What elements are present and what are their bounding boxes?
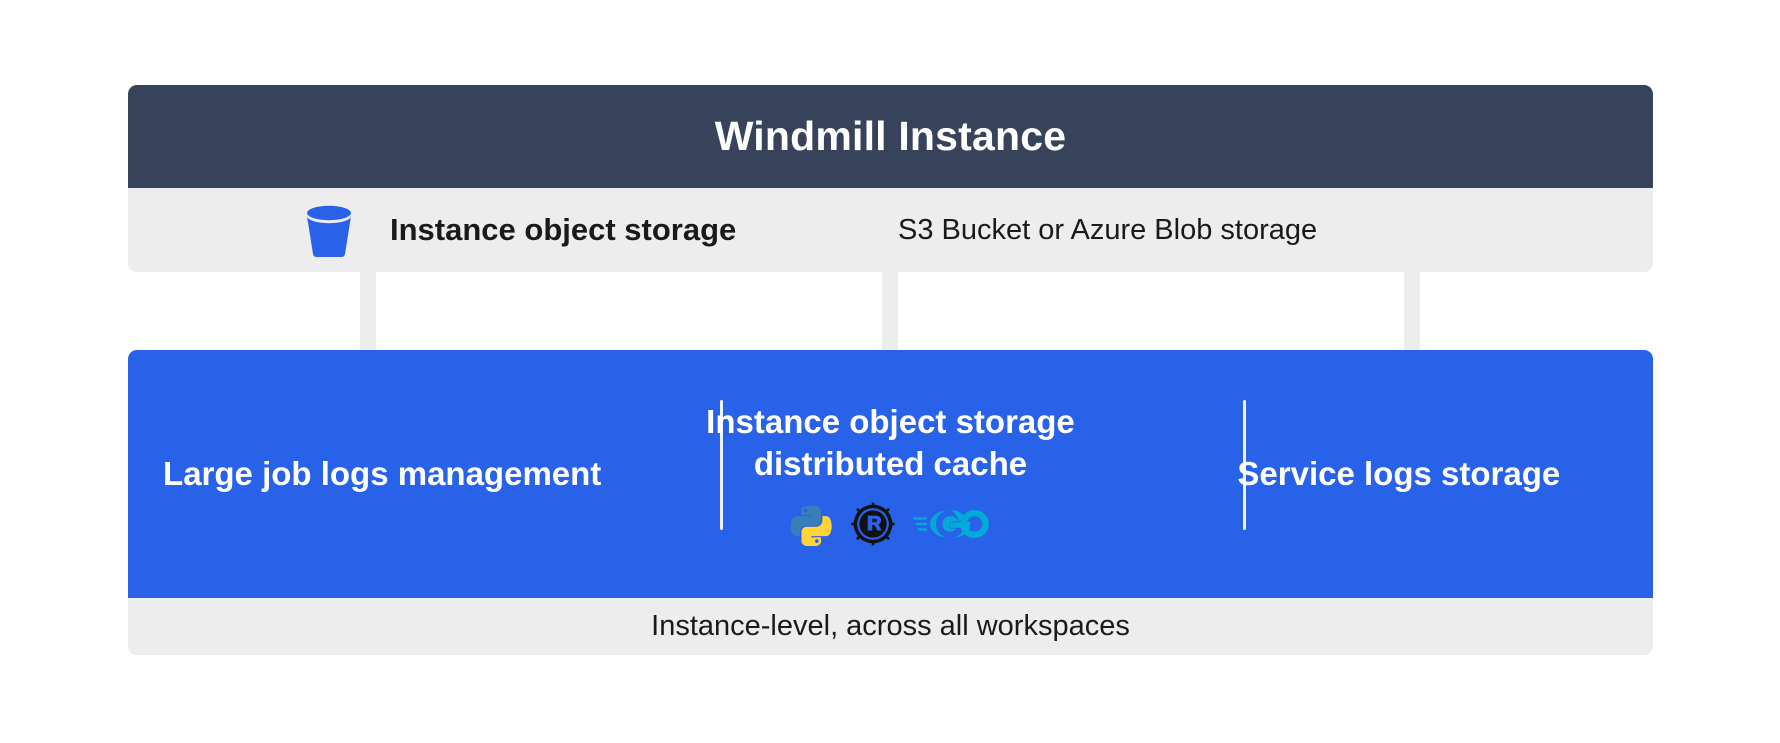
feature-title-large-job-logs: Large job logs management: [163, 454, 602, 492]
feature-column-distributed-cache: Instance object storage distributed cach…: [636, 350, 1144, 598]
python-logo-icon: [789, 501, 833, 547]
supported-languages-row: [789, 501, 991, 547]
feature-column-large-job-logs: Large job logs management: [128, 350, 636, 598]
instance-storage-note: S3 Bucket or Azure Blob storage: [898, 213, 1318, 246]
feature-column-service-logs: Service logs storage: [1145, 350, 1653, 598]
instance-storage-label: Instance object storage: [390, 212, 737, 247]
column-divider-1: [720, 400, 723, 530]
feature-title-service-logs: Service logs storage: [1237, 454, 1561, 492]
bucket-icon: [298, 199, 360, 261]
go-logo-icon: [913, 501, 991, 547]
feature-title-distributed-cache: Instance object storage distributed cach…: [706, 402, 1075, 482]
features-panel: Large job logs management Instance objec…: [128, 350, 1653, 598]
instance-storage-band: Instance object storage S3 Bucket or Azu…: [128, 188, 1653, 272]
page-title: Windmill Instance: [714, 113, 1067, 159]
rust-logo-icon: [851, 501, 896, 547]
scope-footer-band: Instance-level, across all workspaces: [128, 598, 1653, 655]
scope-footer-text: Instance-level, across all workspaces: [651, 610, 1130, 642]
column-divider-2: [1243, 400, 1246, 530]
instance-header-band: Windmill Instance: [128, 85, 1653, 188]
